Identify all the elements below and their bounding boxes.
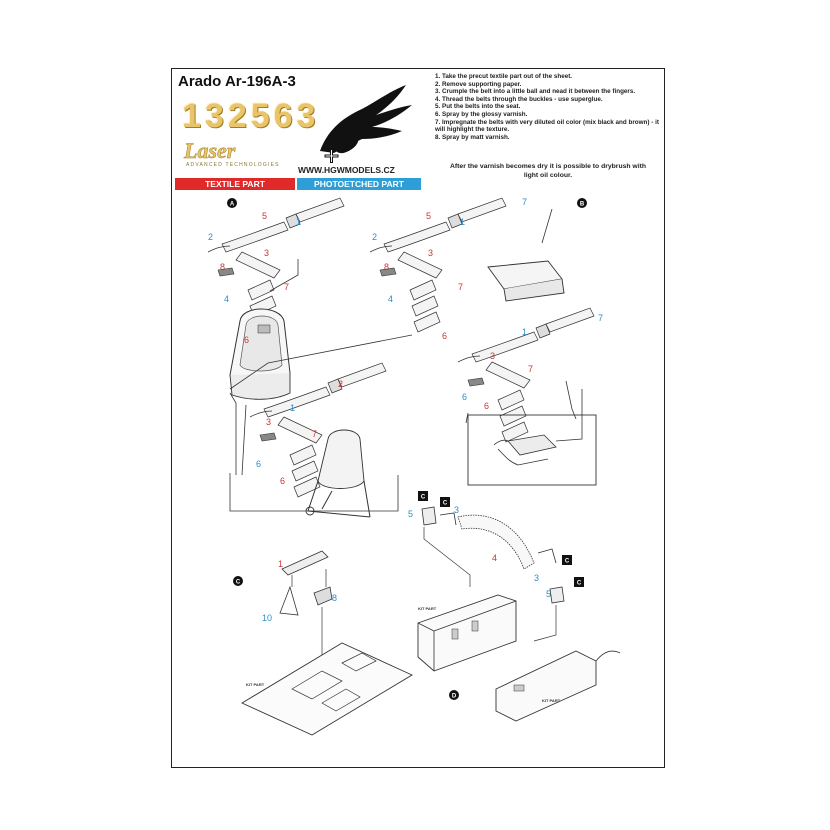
- drybrush-note: After the varnish becomes dry it is poss…: [449, 163, 647, 179]
- logo-wordmark: Laser: [183, 141, 236, 163]
- cockpit-side-panel-d: [495, 650, 621, 722]
- floor-plate-c: [241, 642, 413, 736]
- callout-1-b: 1: [460, 217, 465, 227]
- belt-set-b: [369, 197, 507, 333]
- eagle-with-cross-icon: [302, 81, 422, 172]
- callout-3-b: 3: [428, 248, 433, 258]
- seat-frame-a: [305, 429, 371, 518]
- section-b-label: B: [580, 202, 585, 208]
- detail-box-b: [467, 414, 597, 486]
- part-c-label-top-2: C: [443, 501, 448, 507]
- instruction-step: 4. Thread the belts through the buckles …: [435, 95, 603, 103]
- callout-7-a-lower: 7: [312, 429, 317, 439]
- instruction-sheet: Arado Ar-196A-3 132563 Laser ADVANCED TE…: [171, 68, 665, 768]
- seat-a: [229, 308, 291, 400]
- section-d-marker: [449, 690, 459, 700]
- section-d-diagram: D C C C C KIT PART: [417, 491, 621, 722]
- assembly-diagram: A B: [207, 197, 621, 736]
- textile-part-band: TEXTILE PART: [175, 178, 295, 190]
- callout-3-d: 3: [454, 505, 459, 515]
- callout-7: 7: [284, 282, 289, 292]
- kit-part-caption-d: KIT PART: [418, 606, 437, 611]
- cockpit-side-wall-d: [417, 594, 517, 672]
- part-c-marker-top-2: [440, 497, 450, 507]
- section-b-marker: [577, 198, 587, 208]
- callout-4: 4: [224, 294, 229, 304]
- section-c-diagram: C KIT PART: [233, 550, 413, 736]
- callout-1-b-lower: 1: [522, 327, 527, 337]
- kit-part-caption-d-2: KIT PART: [542, 698, 561, 703]
- callout-6-a-lower-2: 6: [280, 476, 285, 486]
- callout-5-d: 5: [408, 509, 413, 519]
- callout-1-c: 1: [278, 559, 283, 569]
- section-c-label: C: [236, 580, 241, 586]
- callout-4-b: 4: [388, 294, 393, 304]
- callout-3-b-lower: 3: [490, 351, 495, 361]
- callout-8-c: 8: [332, 593, 337, 603]
- callout-7-b: 7: [458, 282, 463, 292]
- callout-6: 6: [244, 335, 249, 345]
- kit-part-caption: KIT PART: [246, 682, 265, 687]
- instruction-step: 3. Crumple the belt into a little ball a…: [435, 88, 636, 96]
- photoetched-part-band: PHOTOETCHED PART: [297, 178, 421, 190]
- seat-cushion-b: [487, 260, 565, 302]
- callout-6-a-lower: 6: [256, 459, 261, 469]
- callout-5-b: 5: [426, 211, 431, 221]
- callout-3-d-right: 3: [534, 573, 539, 583]
- page-title: Arado Ar-196A-3: [178, 73, 296, 90]
- callout-6-b-lower-2: 6: [484, 401, 489, 411]
- callout-6-b: 6: [442, 331, 447, 341]
- instruction-step: 6. Spray by the glossy varnish.: [435, 110, 528, 118]
- callout-8: 8: [220, 262, 225, 272]
- instruction-step: 2. Remove supporting paper.: [435, 80, 522, 88]
- instruction-list: 1. Take the precut textile part out of t…: [435, 73, 663, 141]
- part-c-label-right-2: C: [577, 581, 582, 587]
- section-d-label: D: [452, 694, 457, 700]
- callout-2-a-lower: 2: [338, 379, 343, 389]
- callout-7-b-top: 7: [522, 197, 527, 207]
- section-a-marker: [227, 198, 237, 208]
- instruction-step: 8. Spray by matt varnish.: [435, 133, 510, 141]
- callout-3: 3: [264, 248, 269, 258]
- section-a-diagram: A: [207, 197, 413, 400]
- seat-detail-b: [493, 434, 557, 466]
- website-url: WWW.HGWMODELS.CZ: [298, 165, 395, 175]
- callout-7-b-lower: 7: [528, 364, 533, 374]
- section-a-label: A: [230, 202, 235, 208]
- instruction-step: 5. Put the belts into the seat.: [435, 103, 521, 111]
- part-c-label-top: C: [421, 495, 426, 501]
- callout-8-b: 8: [384, 262, 389, 272]
- part-c-marker-right-2: [574, 577, 584, 587]
- part-c-marker-right: [562, 555, 572, 565]
- callout-6-b-lower: 6: [462, 392, 467, 402]
- logo-tagline: ADVANCED TECHNOLOGIES: [186, 162, 280, 168]
- section-a-lower-diagram: [229, 362, 399, 518]
- callout-numbers: 5 1 2 3 8 7 4 6 5 1 2 3 8 7 4 6 7 1 7 3 …: [208, 197, 603, 623]
- callout-10-c: 10: [262, 613, 272, 623]
- callout-1: 1: [296, 217, 301, 227]
- product-number: 132563: [182, 97, 320, 135]
- callout-4-d: 4: [492, 553, 497, 563]
- callout-5: 5: [262, 211, 267, 221]
- callout-2-b: 2: [372, 232, 377, 242]
- part-c-label-right: C: [565, 559, 570, 565]
- callout-7-b-right: 7: [598, 313, 603, 323]
- instruction-step: 1. Take the precut textile part out of t…: [435, 73, 573, 80]
- part-c-marker-top: [418, 491, 428, 501]
- callout-3-a-lower: 3: [266, 417, 271, 427]
- instruction-step: 7. Impregnate the belts with very dilute…: [435, 118, 659, 134]
- callout-2: 2: [208, 232, 213, 242]
- section-b-diagram: B: [369, 197, 597, 486]
- callout-1-a-lower: 1: [290, 403, 295, 413]
- callout-5-d-right: 5: [546, 589, 551, 599]
- section-c-marker: [233, 576, 243, 586]
- laser-logo: Laser ADVANCED TECHNOLOGIES: [182, 138, 294, 174]
